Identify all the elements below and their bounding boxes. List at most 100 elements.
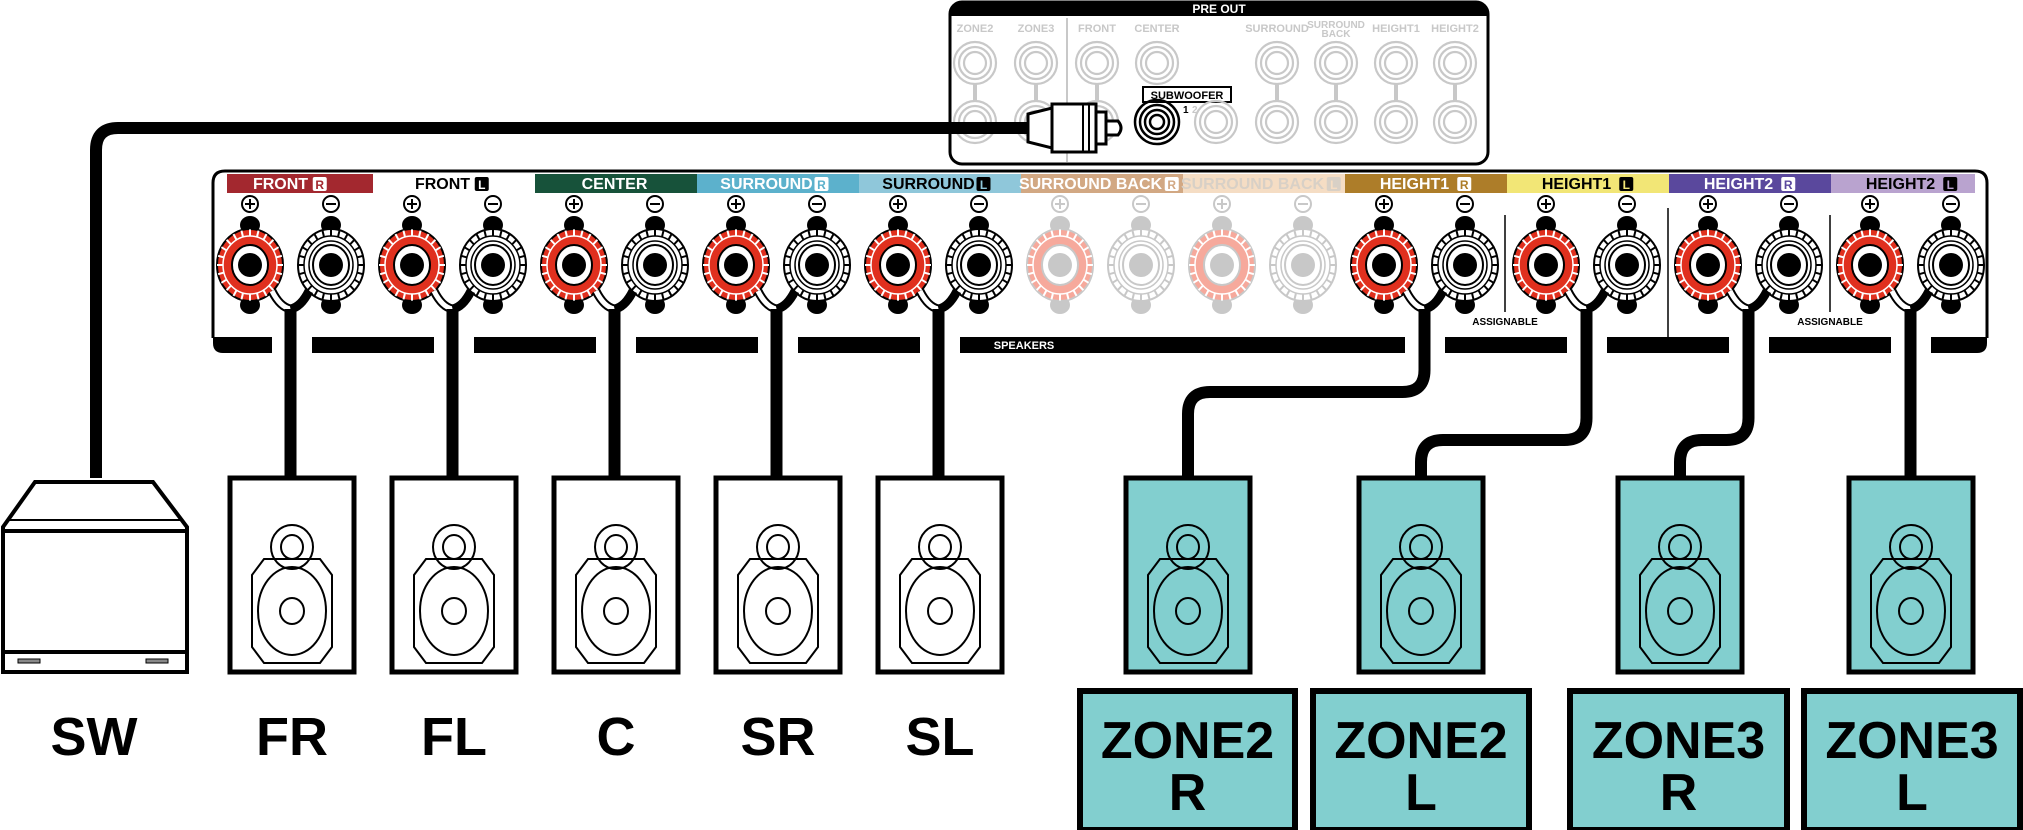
terminal-knurl: [1521, 284, 1528, 291]
wire-negative: [613, 288, 638, 314]
terminal-knurl: [868, 278, 876, 284]
terminal-knurl: [1072, 289, 1078, 297]
terminal-knurl: [1597, 246, 1605, 252]
terminal-knurl: [515, 246, 523, 252]
terminal-knurl: [748, 233, 754, 241]
woofer-dustcap: [1898, 597, 1924, 625]
terminal-knurl: [1042, 233, 1048, 241]
terminal-knurl: [437, 254, 445, 259]
speaker-sr: SR: [713, 475, 843, 767]
pre-out-label: SURROUND: [1307, 20, 1365, 31]
terminal-knurl: [916, 239, 923, 246]
terminal-knurl: [784, 271, 792, 276]
terminal-knurl: [1609, 233, 1615, 241]
terminal-knurl-inner: [1680, 235, 1736, 295]
panel-bottom-bar-segment: [312, 337, 434, 353]
channel-label: SURROUND BACK: [1181, 176, 1325, 193]
subwoofer-jack-2-ring: [1203, 109, 1229, 135]
terminal-knurl: [823, 292, 827, 300]
terminal-knurl: [1315, 289, 1321, 297]
terminal-knurl-inner: [708, 235, 764, 295]
terminal-knurl: [1228, 230, 1232, 238]
terminal-knurl: [1594, 254, 1602, 259]
terminal-knurl: [1969, 239, 1976, 246]
terminal-knurl: [1969, 284, 1976, 291]
zone-label-box: [1567, 688, 1790, 830]
terminal-knurl: [298, 254, 306, 259]
terminal-hole: [562, 253, 586, 277]
subwoofer-jack-1-ring: [1133, 98, 1181, 146]
terminal-knurl: [1390, 292, 1394, 300]
terminal-knurl: [630, 284, 637, 291]
terminal-knurl: [1050, 292, 1054, 300]
terminal-knurl: [1435, 278, 1443, 284]
terminal-knurl: [382, 246, 390, 252]
terminal-knurl: [1351, 254, 1359, 259]
terminal-knurl: [1366, 233, 1372, 241]
terminal-knurl: [1197, 239, 1204, 246]
terminal-knurl: [596, 278, 604, 284]
terminal-knurl: [865, 254, 873, 259]
terminal-knurl: [904, 230, 908, 238]
terminal-knurl-inner: [1518, 235, 1574, 295]
terminal-knurl: [1683, 239, 1690, 246]
terminal-knurl: [268, 239, 275, 246]
terminal-knurl: [1082, 246, 1090, 252]
terminal-knurl: [1876, 292, 1880, 300]
terminal-knurl: [1926, 239, 1933, 246]
channel-label-band: [227, 174, 373, 193]
terminal-knurl: [1516, 246, 1524, 252]
channel-side-letter: R: [1167, 178, 1176, 192]
terminal-knurl: [1192, 246, 1200, 252]
panel-bottom-bar-segment: [798, 337, 920, 353]
terminal-knurl: [1354, 278, 1362, 284]
terminal-knurl: [1123, 233, 1129, 241]
channel-label: FRONT: [415, 176, 470, 193]
terminal-knurl: [1756, 254, 1764, 259]
terminal-knurl: [1351, 271, 1359, 276]
tweeter-outer: [1658, 524, 1702, 570]
terminal-knurl: [1837, 254, 1845, 259]
terminal-knurl: [754, 239, 761, 246]
channel-side-badge: [312, 177, 327, 191]
terminal-knurl: [1123, 289, 1129, 297]
terminal-knurl: [920, 278, 928, 284]
terminal-knurl: [1720, 289, 1726, 297]
terminal-knurl: [946, 254, 954, 259]
terminal-knurl: [1852, 289, 1858, 297]
negative-terminal: [783, 216, 851, 314]
terminal-knurl: [460, 254, 468, 259]
terminal-knurl: [1652, 271, 1660, 276]
terminal-hole: [1858, 253, 1882, 277]
terminal-knurl: [1852, 233, 1858, 241]
terminal-knurl: [1285, 233, 1291, 241]
rca-jack-ring: [1437, 45, 1473, 81]
rca-jack-ring: [1259, 45, 1295, 81]
woofer-dustcap: [927, 597, 953, 625]
terminal-knurl: [754, 284, 761, 291]
terminal-knurl: [758, 278, 766, 284]
rca-plug-boot: [1026, 106, 1054, 150]
terminal-knurl: [468, 239, 475, 246]
speaker-label: FR: [256, 707, 328, 767]
terminal-knurl-inner: [951, 235, 1007, 295]
terminal-knurl: [1321, 239, 1328, 246]
terminal-knurl: [1085, 254, 1093, 259]
subwoofer-label-box: [1142, 86, 1232, 103]
terminal-knurl: [499, 292, 503, 300]
rca-jack-ring: [957, 45, 993, 81]
terminal-knurl: [1609, 289, 1615, 297]
terminal-knurl: [1594, 271, 1602, 276]
channel-label: HEIGHT1: [1380, 176, 1449, 193]
terminal-knurl: [262, 289, 268, 297]
terminal-knurl: [1131, 230, 1135, 238]
terminal-knurl: [1807, 284, 1814, 291]
speaker-sw: SW: [1, 480, 189, 767]
channel-label: HEIGHT2: [1704, 176, 1773, 193]
terminal-knurl-inner: [1194, 235, 1250, 295]
wire-negative: [937, 288, 962, 314]
terminal-knurl: [1396, 289, 1402, 297]
